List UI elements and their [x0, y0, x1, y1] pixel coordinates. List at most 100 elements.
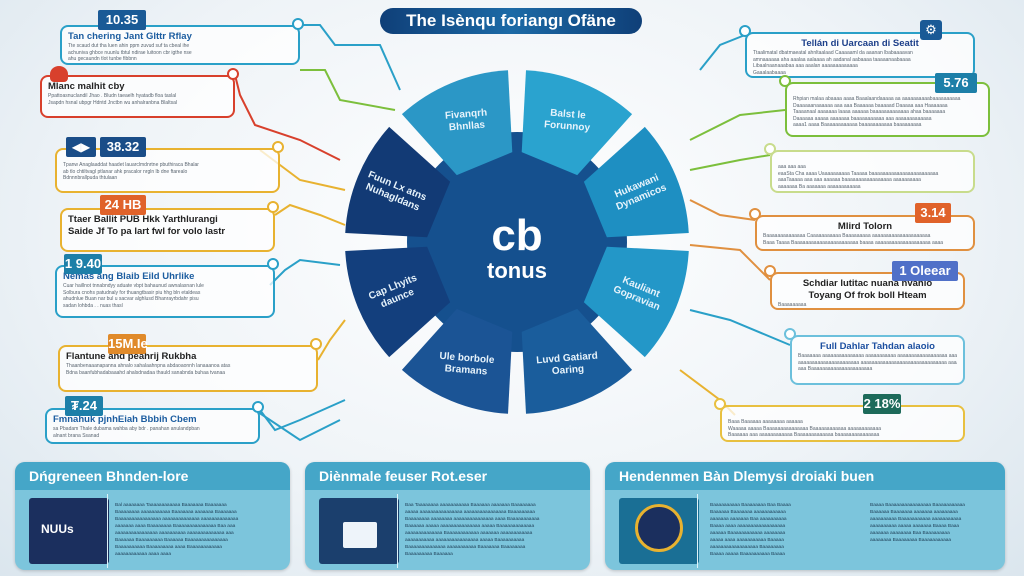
wheel-segment	[401, 70, 513, 176]
connector-line	[259, 399, 346, 432]
wheel-segment	[345, 246, 451, 358]
card-body-text: amnaaaaaa aha aaalaa aalaaaa ah aadanal …	[753, 56, 911, 63]
card-body-text: Tpanw Anaglaaddat haadet lauarclmdnrtne …	[63, 162, 199, 168]
connector-line	[689, 154, 771, 171]
wheel-segment-label: Luvd Gatiard	[536, 351, 598, 367]
document-icon	[343, 522, 377, 548]
panel-title: Hendenmen Bàn Dlemysi droiaki buen	[605, 462, 1005, 490]
wheel-hub	[407, 132, 627, 352]
card-body-text: ahudnlue Buan nar bul u sacvar alghlusd …	[63, 296, 199, 303]
node-icon	[764, 143, 776, 155]
card-body-text: sadan lohbda . . nuas thasl	[63, 302, 123, 309]
wheel-segment-label: Balst le	[550, 108, 587, 122]
connector-line	[689, 309, 791, 346]
panel-text-line: Baaaaaaaaaaaaaa aaaaaaaaaaa Baaaaaaa Baa…	[405, 545, 526, 550]
panel-text-line: aaaaaaa aaaaaaa Baa aaaaaaaaaa	[710, 517, 787, 522]
card-body-text: aaaa1 aaaa Baaaaaaaaaaaa baaaaaaaaaaa ba…	[793, 122, 922, 129]
panel-text-line: Baaaaaaaa aaaaaaaaaaa Baaaaaaa aaaaaaa B…	[115, 510, 237, 515]
panel-divider	[107, 494, 108, 568]
card-title: Mlird Tolorn	[837, 221, 893, 232]
panel-text-line: Baaaa Baaaaaaaaaaaaaaaa Baaaaaaaaaaa	[870, 503, 965, 508]
panel-text-line: Baaaaaaaaaa Baaaaaaaa Baa Baaaa	[710, 503, 791, 508]
panel-text-line: Baaaaaa Baaaaaaa aaaaaaa aaaaaaaaa	[870, 510, 958, 515]
value-badge: ₮.24	[65, 396, 103, 416]
node-icon	[252, 401, 264, 413]
wheel-segment	[401, 308, 513, 414]
node-icon	[764, 265, 776, 277]
wheel-segment	[583, 126, 689, 238]
card-body-text: aaaaaaaaaaaaaaaaaaaaaa aaaaaaaaaaaaaaaaa…	[798, 359, 957, 366]
value-badge: 10.35	[98, 10, 146, 30]
panel-text-line: Baaaa aaaa aaaaaaaaaaaaaaaaaa	[710, 524, 786, 529]
wheel-segment	[345, 126, 451, 238]
card-body-text: Jsapdn hsnal ubpgr Hdntd Jnctbn wu anhal…	[48, 99, 177, 106]
panel-text-line: aaaaaaaa Baaaaaaaa Baaaaaaaaaaa	[870, 538, 952, 543]
panel-text-line: aaaaaaaaaa Baaaaaaaaaaa aaaaaaaaaaa	[870, 517, 962, 522]
panel-text-line: Baaaaaa Baaaaaaaaa Baaaaaa Baaaaaaaaaaaa…	[115, 538, 228, 543]
card-body-text: achuniva ghbce nuunlu tbtul ndirae luito…	[68, 49, 192, 56]
gear-icon: ⚙	[920, 20, 942, 40]
node-icon	[267, 201, 279, 213]
connector-line	[317, 319, 346, 361]
connector-line	[254, 409, 341, 442]
logo-text: tonus	[487, 258, 547, 283]
connector-line	[300, 24, 401, 91]
value-badge: 1 9.40	[64, 254, 102, 274]
panel-text-line: Baa Taaaaaaaa aaaaaaaaaaa Baaaaaa aaaaaa…	[405, 503, 536, 508]
card-title: Nemas ang Blaib Eild Uhrlike	[63, 271, 195, 282]
card-body-text: Cuar haillnot tnnabndyy aduate vbpt baha…	[63, 283, 204, 289]
connector-line	[300, 69, 396, 111]
card-subtitle: Toyang Of frok boll Hteam	[808, 290, 927, 301]
wheel-segment-label: Bramans	[444, 363, 488, 377]
node-icon	[784, 328, 796, 340]
panel-illustration: NUUs	[29, 498, 109, 564]
panel-text-line: aaaaaaaaaaa aaaaaaaaaaaaaaaa aaaaa Baaaa…	[405, 538, 525, 543]
card-body-text: Daaaaaanaaaaaa aaa aaa Baaaaaa baaaaad D…	[793, 102, 948, 109]
headset-icon	[635, 504, 683, 552]
card-title: Ttaer Ballit PUB Hkk Yarthlurangi	[68, 214, 218, 225]
panel-text-line: aaaaa aaaa aaaaaaaaaaa Baaaaa	[710, 538, 784, 543]
connector-line	[689, 109, 786, 141]
card-body-text: Baaaaaa aaa aaaaaaaaaaaa Baaaaaaaaaaaaa …	[728, 432, 880, 439]
node-icon	[310, 338, 322, 350]
connector-line	[269, 258, 341, 286]
card-body-text: Bdna baanfubhadabaaahd ahalsdnadaa thaul…	[66, 369, 226, 376]
panel-illustration	[319, 498, 399, 564]
panel-text: Bal aaaaaaaa Taaaaaaaaaaaa Baaaaaaa Baaa…	[115, 502, 290, 558]
value-badge: 24 HB	[100, 195, 146, 215]
card-body-text: Taaaanaal aaaaaaa laaaa aaaaaa baaaaaaaa…	[793, 109, 946, 116]
card-body-text: Thaanbenaaanapanna ahnalo sahalaahnpna a…	[66, 363, 231, 369]
panel-text-line: Baaaaaaaaaaaaaaaa aaaaaaaaaaaaaa aaaaaaa…	[115, 517, 239, 522]
card-title: Full Dahlar Tahdan alaoio	[820, 341, 935, 352]
panel-text-line: Baaaaaa Baaaaaaa aaaaaaaaaaaa	[710, 510, 786, 515]
panel-illustration	[619, 498, 699, 564]
panel-title: Dńgreneen Bhnden-lore	[15, 462, 290, 490]
wheel-segment-label: Forunnoy	[544, 119, 591, 134]
panel-text-line: aaaaaaa aaaa Baaaaaaaa Baaaaaaaaaaaaaaa …	[115, 524, 236, 529]
card-body-text: Baaaaaaaaaaaaaa Caaaaaaaaaaa Baaaaaaaaa …	[763, 233, 931, 239]
card-title: Flantune and peahrij Rukbha	[66, 351, 197, 362]
card-body-text: Gaaalaabaaaa	[753, 69, 786, 76]
panel-title: Diènmale feuser Rot.eser	[305, 462, 590, 490]
node-icon	[749, 208, 761, 220]
node-icon	[714, 398, 726, 410]
wheel-segment	[521, 70, 633, 176]
right-card: Rhpian malaa abaaaa aaaa Baaalaandaaaaa …	[785, 82, 990, 137]
card-body-text: aaa aaa aaa	[778, 164, 806, 170]
node-icon	[292, 18, 304, 30]
wheel-segment-label: Bhnllas	[449, 120, 486, 134]
wheel-segment	[521, 308, 633, 414]
panel-text-line: Baaaaaaaaaa Baaaaaaaaa aaaa Baaaaaaaaaaa…	[115, 545, 222, 550]
